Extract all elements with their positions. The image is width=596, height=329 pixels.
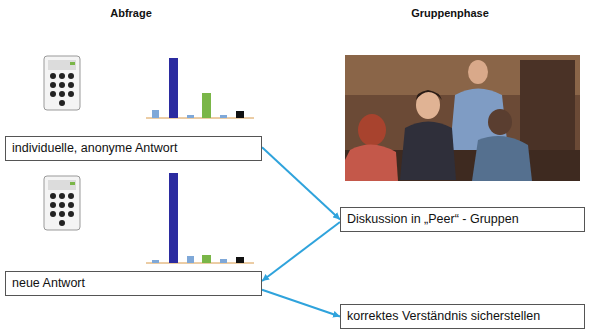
box-text: neue Antwort	[12, 276, 255, 291]
process-box: korrektes Verständnis sicherstellen	[340, 304, 585, 329]
column-heading: Abfrage	[110, 7, 152, 19]
flow-arrow	[262, 222, 340, 281]
bar-chart	[146, 58, 254, 118]
box-text: individuelle, anonyme Antwort	[12, 141, 255, 156]
box-text: Diskussion in „Peer“ - Gruppen	[347, 212, 578, 227]
group-photo	[345, 55, 580, 181]
box-text: korrektes Verständnis sicherstellen	[347, 309, 578, 324]
flow-arrow	[262, 147, 340, 219]
clicker-device	[44, 56, 80, 110]
process-box: neue Antwort	[5, 271, 262, 296]
clicker-device	[44, 176, 80, 230]
flow-arrow	[262, 290, 340, 317]
process-box: individuelle, anonyme Antwort	[5, 136, 262, 161]
column-heading: Gruppenphase	[411, 7, 489, 19]
bar-chart	[146, 173, 254, 263]
process-box: Diskussion in „Peer“ - Gruppen	[340, 207, 585, 232]
